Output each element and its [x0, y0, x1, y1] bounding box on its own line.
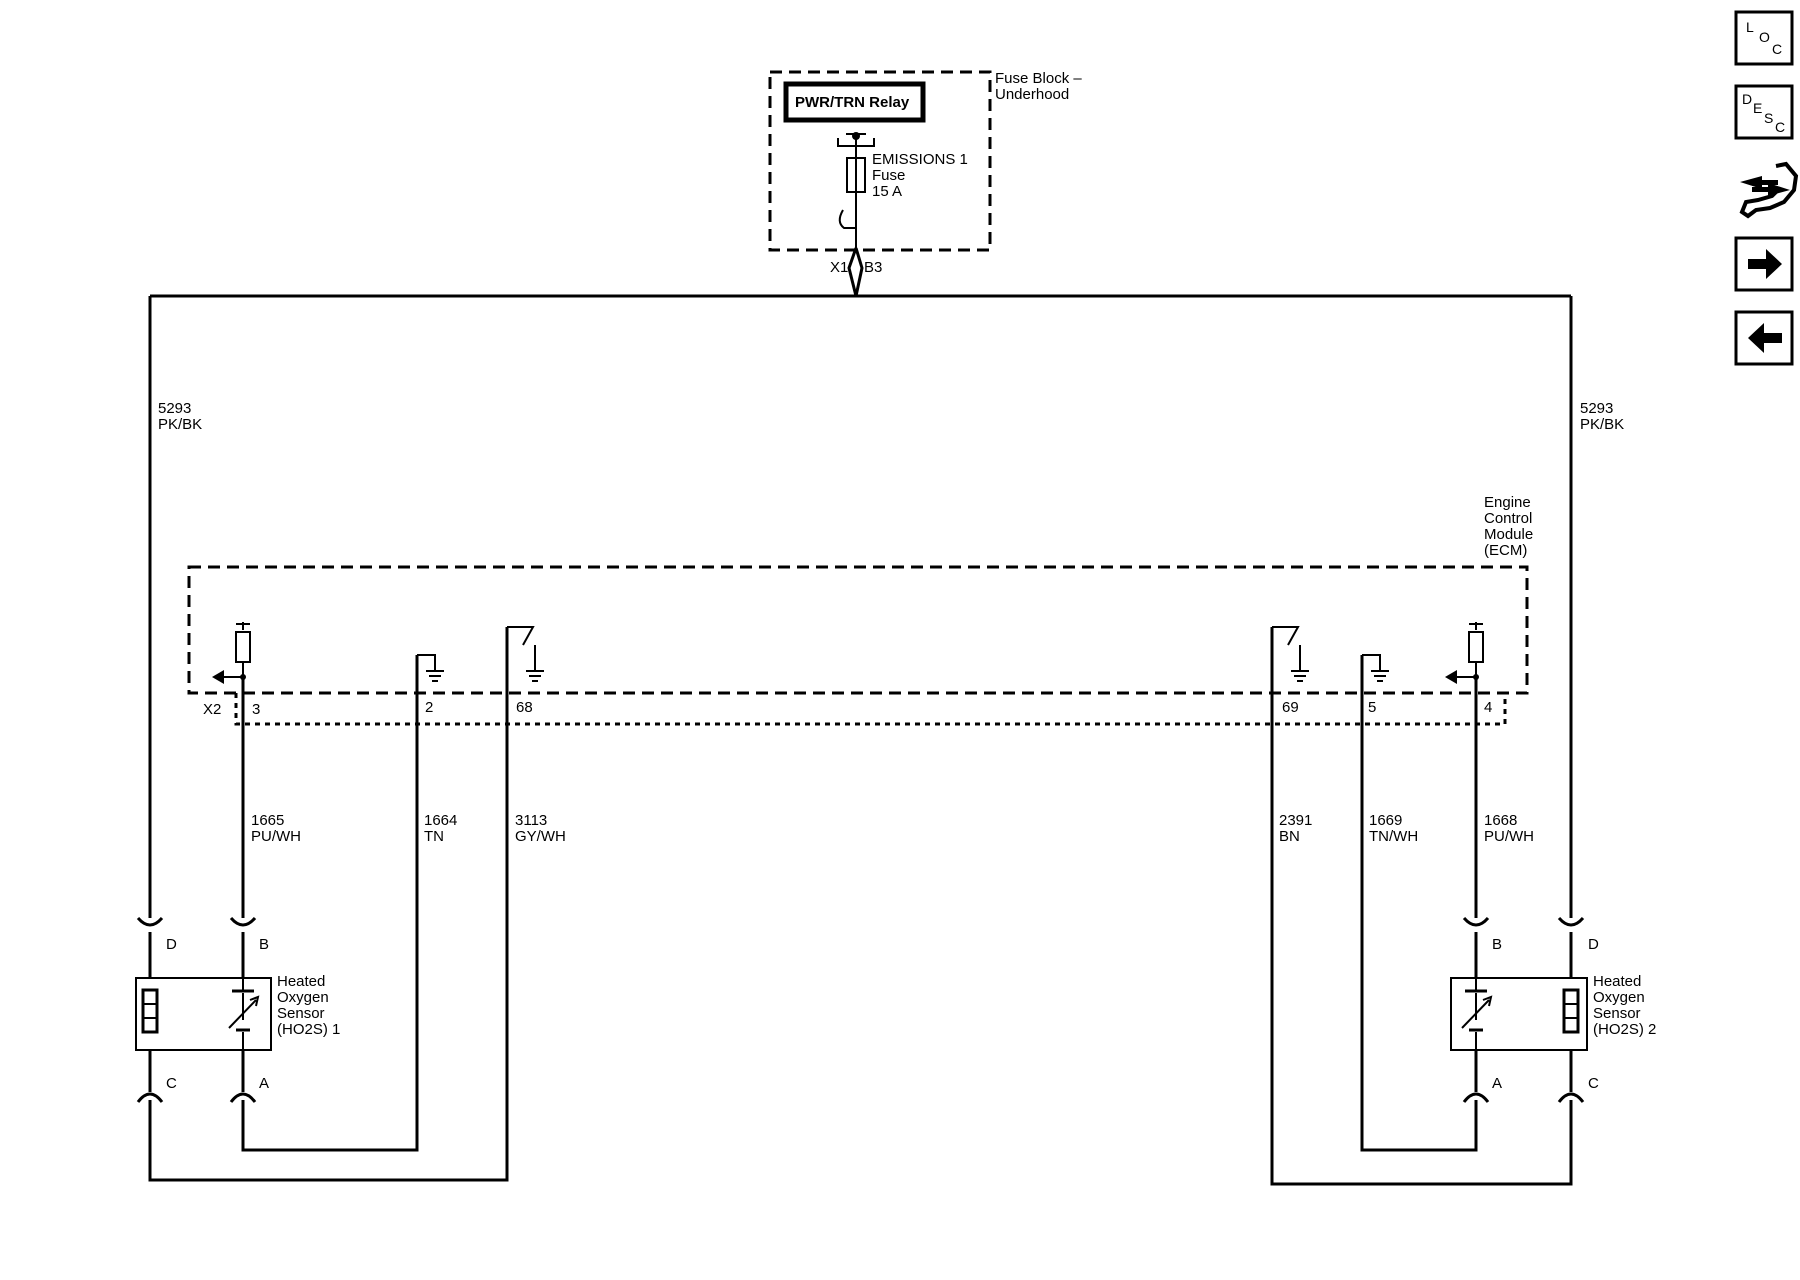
sensor2-element-icon [1461, 978, 1493, 1050]
sensor2-pin-d: D [1588, 936, 1599, 953]
sensor1-label-2: Oxygen [277, 989, 329, 1006]
tools-button[interactable] [1739, 161, 1799, 219]
wrench-arrows-icon [1739, 161, 1799, 219]
heated-oxygen-sensor-1: D B Heated Oxygen Sensor (HO2S) 1 C A [135, 916, 340, 1103]
fuse-connector-b3: B3 [864, 259, 882, 276]
sensor1-pin-a: A [259, 1075, 269, 1092]
wire-3113-color: GY/WH [515, 828, 566, 845]
wire-1669-color: TN/WH [1369, 828, 1418, 845]
sensor1-pin-d-connector [136, 916, 164, 978]
sensor2-heater-icon [1562, 988, 1580, 1034]
ecm-connector-x2: X2 [203, 701, 221, 718]
ecm-pin-3: 3 [252, 701, 260, 718]
ecm-name-4: (ECM) [1484, 542, 1527, 559]
fuse-label-3: 15 A [872, 183, 902, 200]
fuse-connector-x1: X1 [830, 259, 848, 276]
sensor2-pin-b: B [1492, 936, 1502, 953]
desc-letter-c: C [1775, 119, 1785, 135]
wire-2391-circuit: 2391 [1279, 812, 1312, 829]
ecm-pin-69: 69 [1282, 699, 1299, 716]
sensor1-label-3: Sensor [277, 1005, 325, 1022]
sensor2-pin-d-connector [1557, 916, 1585, 978]
wire-1668-color: PU/WH [1484, 828, 1534, 845]
wire-1669-circuit: 1669 [1369, 812, 1402, 829]
sensor2-label-1: Heated [1593, 973, 1641, 990]
loc-letter-l: L [1746, 19, 1754, 35]
previous-page-button[interactable] [1734, 310, 1794, 366]
ecm-ground-pin2-icon [417, 654, 444, 682]
desc-letter-d: D [1742, 91, 1752, 107]
sensor2-label-4: (HO2S) 2 [1593, 1021, 1656, 1038]
sensor2-pin-a: A [1492, 1075, 1502, 1092]
wire-1669 [1360, 655, 1478, 1152]
wire-1665-color: PU/WH [251, 828, 301, 845]
power-feed-wire [150, 247, 1571, 298]
arrow-right-icon [1748, 249, 1782, 279]
fuse-block-name-2: Underhood [995, 86, 1069, 103]
sensor1-label-4: (HO2S) 1 [277, 1021, 340, 1038]
sensor1-pin-a-connector [229, 1050, 257, 1103]
sensor2-pin-a-connector [1462, 1050, 1490, 1103]
ecm-ground-pin5-icon [1362, 654, 1389, 682]
sensor1-pin-b-connector [229, 916, 257, 978]
sensor2-pin-c: C [1588, 1075, 1599, 1092]
loc-letter-c: C [1772, 41, 1782, 57]
sensor1-pin-c-connector [136, 1050, 164, 1103]
sensor1-element-icon [228, 978, 260, 1050]
wire-1664-circuit: 1664 [424, 812, 457, 829]
desc-letter-e: E [1753, 100, 1762, 116]
ecm-pin-68: 68 [516, 699, 533, 716]
arrow-left-icon [1748, 323, 1782, 353]
ecm-switch-ground-pin68-icon [507, 626, 544, 682]
next-page-button[interactable] [1734, 236, 1794, 292]
ecm-name-3: Module [1484, 526, 1533, 543]
wire-3113 [148, 627, 509, 1182]
wire-5293-left-color: PK/BK [158, 416, 202, 433]
sensor2-pin-b-connector [1462, 916, 1490, 978]
fuse-label-2: Fuse [872, 167, 905, 184]
wire-5293-right-circuit: 5293 [1580, 400, 1613, 417]
wire-1664-color: TN [424, 828, 444, 845]
ecm-name-1: Engine [1484, 494, 1531, 511]
wire-1664 [241, 655, 419, 1152]
loc-letter-o: O [1759, 29, 1770, 45]
wire-1665-circuit: 1665 [251, 812, 284, 829]
location-button[interactable]: L O C [1734, 10, 1794, 66]
ecm-pullup-right-icon [1445, 622, 1484, 684]
sensor1-pin-b: B [259, 936, 269, 953]
wire-3113-circuit: 3113 [515, 812, 547, 829]
ecm: Engine Control Module (ECM) X2 3 2 68 69… [187, 494, 1533, 726]
wire-2391 [1270, 627, 1573, 1186]
sensor2-label-3: Sensor [1593, 1005, 1641, 1022]
sensor1-pin-c: C [166, 1075, 177, 1092]
wire-1668-circuit: 1668 [1484, 812, 1517, 829]
relay-contact-dot [852, 132, 860, 140]
fuse-block-name-1: Fuse Block – [995, 70, 1082, 87]
sensor1-heater-icon [141, 988, 159, 1034]
fuse-label-1: EMISSIONS 1 [872, 151, 968, 168]
desc-letter-s: S [1764, 110, 1773, 126]
sensor2-pin-c-connector [1557, 1050, 1585, 1103]
ecm-switch-ground-pin69-icon [1272, 626, 1309, 682]
wire-2391-color: BN [1279, 828, 1300, 845]
wire-5293-left-circuit: 5293 [158, 400, 191, 417]
description-button[interactable]: D E S C [1734, 84, 1794, 140]
ecm-name-2: Control [1484, 510, 1532, 527]
ecm-pin-2: 2 [425, 699, 433, 716]
heated-oxygen-sensor-2: B D Heated Oxygen Sensor (HO2S) 2 A C [1450, 916, 1656, 1103]
ecm-pin-5: 5 [1368, 699, 1376, 716]
fuse-block: PWR/TRN Relay Fuse Block – Underhood EMI… [768, 70, 1082, 276]
wire-5293-right-color: PK/BK [1580, 416, 1624, 433]
ecm-pullup-left-icon [212, 622, 251, 684]
sensor1-pin-d: D [166, 936, 177, 953]
sensor2-label-2: Oxygen [1593, 989, 1645, 1006]
sensor1-label-1: Heated [277, 973, 325, 990]
ecm-pin-4: 4 [1484, 699, 1492, 716]
relay-box [783, 81, 926, 123]
relay-label: PWR/TRN Relay [795, 94, 910, 111]
